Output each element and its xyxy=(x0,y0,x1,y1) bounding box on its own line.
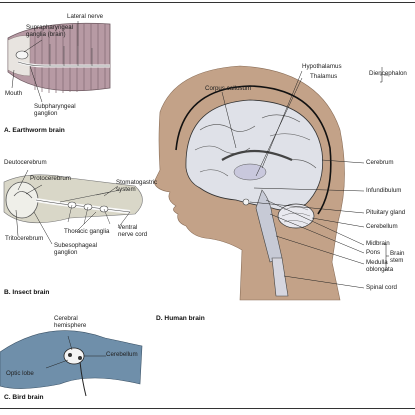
label-hypothalamus: Hypothalamus xyxy=(302,63,342,70)
label-corpus-callosum: Corpus callosum xyxy=(205,85,252,92)
caption-earthworm-brain: A. Earthworm brain xyxy=(4,127,65,134)
caption-insect-brain: B. Insect brain xyxy=(4,289,50,296)
label-ventral-nerve-cord: Ventral nerve cord xyxy=(118,224,148,238)
label-stomatogastric-system: Stomatogastric system xyxy=(116,179,158,193)
label-pons: Pons xyxy=(366,249,381,256)
label-spinal-cord: Spinal cord xyxy=(366,284,397,291)
earthworm-body xyxy=(7,22,111,92)
insect-illustration xyxy=(3,169,143,245)
insect-head-brain xyxy=(5,181,39,219)
bird-illustration xyxy=(0,330,143,397)
label-suprapharyngeal-ganglia: Suprapharyngeal ganglia (brain) xyxy=(26,24,74,38)
brainstem xyxy=(255,189,283,263)
label-diencephalon: Diencephalon xyxy=(369,70,407,77)
top-rule xyxy=(0,2,415,3)
earthworm-leaders xyxy=(11,21,79,103)
bird-spinal-cord xyxy=(79,361,87,397)
label-deutocerebrum: Deutocerebrum xyxy=(4,159,47,166)
label-brain-stem: Brain stem xyxy=(390,250,405,264)
earthworm-nerve-cord-outline xyxy=(17,61,110,67)
bird-brain xyxy=(63,347,85,365)
label-medulla-oblongata: Medulla oblongata xyxy=(366,259,394,273)
label-midbrain: Midbrain xyxy=(366,240,390,247)
thalamus-region xyxy=(233,163,267,181)
insect-leaders xyxy=(15,169,131,245)
label-optic-lobe: Optic lobe xyxy=(6,370,34,377)
label-tritocerebrum: Tritocerebrum xyxy=(5,235,44,242)
cerebellum-shape xyxy=(277,203,315,229)
corpus-callosum xyxy=(221,150,293,162)
skull-outline xyxy=(175,85,332,215)
label-subpharyngeal-ganglion: Subpharyngeal ganglion xyxy=(34,103,76,117)
label-thalamus: Thalamus xyxy=(310,73,338,80)
bird-leaders xyxy=(45,335,106,369)
bottom-rule xyxy=(0,408,415,409)
label-infundibulum: Infundibulum xyxy=(366,187,402,194)
earthworm-segments xyxy=(34,24,106,93)
caption-human-brain: D. Human brain xyxy=(156,315,205,322)
label-pituitary-gland: Pituitary gland xyxy=(366,209,406,216)
human-leaders xyxy=(221,67,389,289)
label-subesophageal-ganglion: Subesophageal ganglion xyxy=(54,242,98,256)
caption-bird-brain: C. Bird brain xyxy=(4,394,44,401)
label-thoracic-ganglia: Thoracic ganglia xyxy=(64,228,110,235)
spinal-cord xyxy=(271,257,289,297)
human-illustration xyxy=(153,65,389,301)
label-protocerebrum: Protocerebrum xyxy=(30,175,71,182)
earthworm-lateral-nerves xyxy=(49,44,93,66)
earthworm-brain xyxy=(15,50,29,60)
brain-gyri xyxy=(194,114,317,177)
label-mouth: Mouth xyxy=(5,90,23,97)
insect-branches xyxy=(59,189,121,225)
earthworm-illustration xyxy=(7,21,111,103)
label-lateral-nerve: Lateral nerve xyxy=(67,13,104,20)
label-bird-cerebellum: Cerebellum xyxy=(106,351,138,358)
label-cerebrum: Cerebrum xyxy=(366,159,394,166)
label-human-cerebellum: Cerebellum xyxy=(366,223,398,230)
pituitary-shape xyxy=(242,198,250,206)
label-cerebral-hemisphere: Cerebral hemisphere xyxy=(54,315,87,329)
